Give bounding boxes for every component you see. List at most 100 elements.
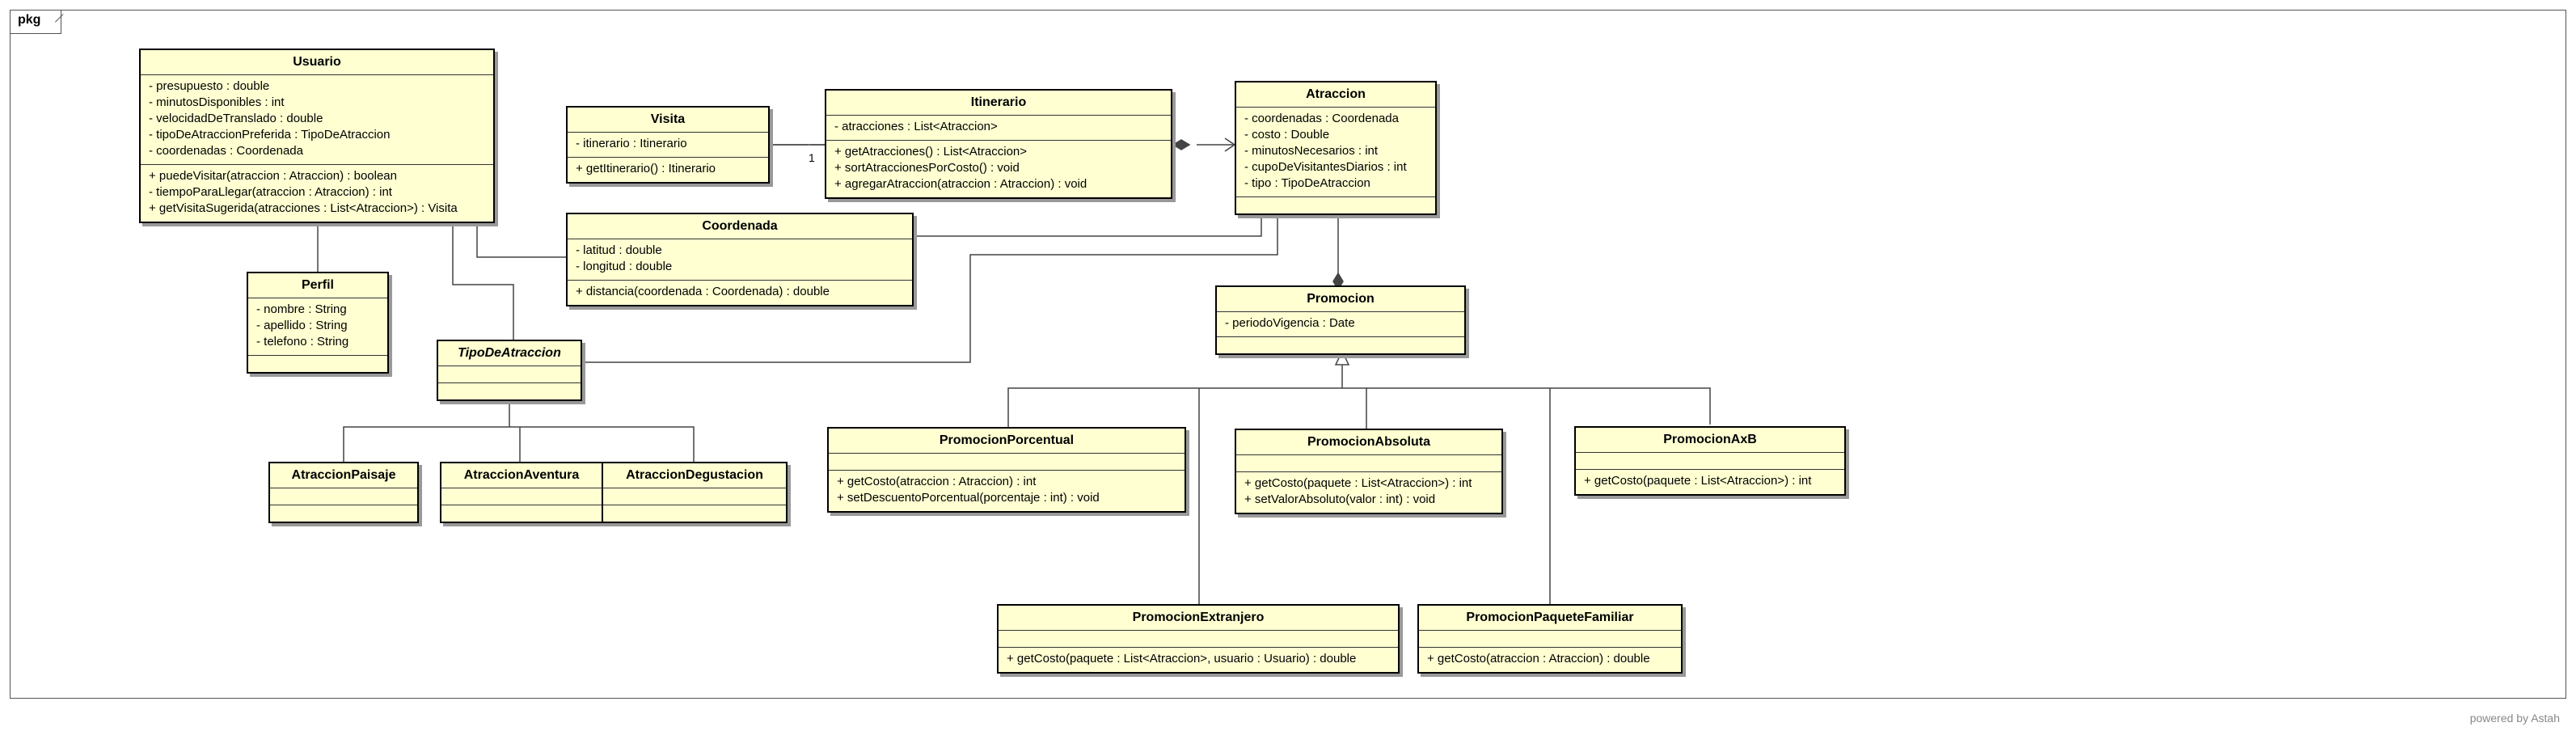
operations-section: + distancia(coordenada : Coordenada) : d… [568, 281, 912, 305]
generalization-tipo [343, 400, 695, 465]
attributes-section: - periodoVigencia : Date [1217, 312, 1464, 337]
package-frame [10, 10, 2566, 699]
class-name: AtraccionPaisaje [270, 463, 417, 488]
operations-section: + getAtracciones() : List<Atraccion> + s… [826, 141, 1171, 197]
attribute: - coordenadas : Coordenada [1244, 112, 1399, 125]
attributes-section [829, 454, 1185, 471]
operation: + getCosto(paquete : List<Atraccion>, us… [1007, 652, 1357, 666]
operations-section [603, 505, 786, 522]
class-name: AtraccionAventura [441, 463, 602, 488]
class-atraccion-paisaje[interactable]: AtraccionPaisaje [268, 462, 419, 523]
class-promocion[interactable]: Promocion - periodoVigencia : Date [1215, 285, 1466, 355]
operation: + getVisitaSugerida(atracciones : List<A… [149, 201, 458, 215]
class-itinerario[interactable]: Itinerario - atracciones : List<Atraccio… [825, 89, 1172, 199]
operations-section: + getCosto(paquete : List<Atraccion>) : … [1236, 472, 1501, 513]
attribute: - velocidadDeTranslado : double [149, 112, 323, 125]
operations-section: + getCosto(paquete : List<Atraccion>, us… [999, 648, 1398, 672]
operations-section [438, 383, 581, 399]
attribute: - apellido : String [256, 319, 348, 332]
class-name: Visita [568, 108, 768, 133]
class-name: TipoDeAtraccion [438, 341, 581, 366]
operation: + puedeVisitar(atraccion : Atraccion) : … [149, 169, 397, 183]
package-label: pkg [18, 13, 41, 27]
operations-section: + puedeVisitar(atraccion : Atraccion) : … [141, 165, 493, 222]
class-visita[interactable]: Visita - itinerario : Itinerario + getIt… [566, 106, 770, 184]
operations-section: + getCosto(paquete : List<Atraccion>) : … [1576, 470, 1844, 494]
operations-section [248, 356, 387, 372]
operation: + setValorAbsoluto(valor : int) : void [1244, 492, 1436, 506]
attribute: - periodoVigencia : Date [1225, 316, 1355, 330]
attribute: - minutosDisponibles : int [149, 95, 285, 109]
operation: + setDescuentoPorcentual(porcentaje : in… [837, 491, 1100, 505]
class-perfil[interactable]: Perfil - nombre : String - apellido : St… [247, 272, 389, 374]
attributes-section [603, 488, 786, 505]
diamond-itinerario [1172, 139, 1191, 150]
attributes-section [438, 366, 581, 383]
class-atraccion[interactable]: Atraccion - coordenadas : Coordenada - c… [1235, 81, 1437, 215]
attribute: - nombre : String [256, 302, 347, 316]
operation: - tiempoParaLlegar(atraccion : Atraccion… [149, 185, 392, 199]
attributes-section [1419, 631, 1681, 648]
class-tipo-de-atraccion[interactable]: TipoDeAtraccion [437, 340, 582, 401]
attribute: - longitud : double [576, 260, 673, 273]
footer-credit: powered by Astah [2469, 712, 2560, 725]
attribute: - presupuesto : double [149, 79, 270, 93]
operation: + getCosto(paquete : List<Atraccion>) : … [1584, 474, 1812, 488]
attribute: - tipo : TipoDeAtraccion [1244, 176, 1370, 190]
attributes-section: - nombre : String - apellido : String - … [248, 298, 387, 356]
operation: + sortAtraccionesPorCosto() : void [834, 161, 1020, 175]
class-promocion-paquete-familiar[interactable]: PromocionPaqueteFamiliar + getCosto(atra… [1417, 604, 1683, 674]
generalization-promocion [1007, 365, 1711, 604]
class-name: Itinerario [826, 91, 1171, 116]
class-promocion-absoluta[interactable]: PromocionAbsoluta + getCosto(paquete : L… [1235, 429, 1503, 514]
multiplicity-visita-itinerario: 1 [809, 151, 815, 164]
class-coordenada[interactable]: Coordenada - latitud : double - longitud… [566, 213, 914, 306]
operation: + agregarAtraccion(atraccion : Atraccion… [834, 177, 1087, 191]
operations-section [1236, 197, 1435, 213]
operations-section [270, 505, 417, 522]
assoc-coordenada-atraccion [914, 206, 1262, 237]
class-name: Promocion [1217, 287, 1464, 312]
operation: + distancia(coordenada : Coordenada) : d… [576, 285, 830, 298]
assoc-usuario-coordenada [476, 224, 566, 258]
attribute: - minutosNecesarios : int [1244, 144, 1379, 158]
class-usuario[interactable]: Usuario - presupuesto : double - minutos… [139, 49, 495, 223]
operations-section [441, 505, 602, 522]
attributes-section [441, 488, 602, 505]
operation: + getCosto(paquete : List<Atraccion>) : … [1244, 476, 1472, 490]
class-name: PromocionPaqueteFamiliar [1419, 606, 1681, 631]
operation: + getCosto(atraccion : Atraccion) : int [837, 475, 1037, 488]
operations-section: + getCosto(atraccion : Atraccion) : int … [829, 471, 1185, 511]
class-promocion-axb[interactable]: PromocionAxB + getCosto(paquete : List<A… [1574, 426, 1846, 496]
class-name: PromocionAbsoluta [1236, 430, 1501, 455]
class-atraccion-degustacion[interactable]: AtraccionDegustacion [602, 462, 788, 523]
class-name: PromocionAxB [1576, 428, 1844, 453]
attributes-section: - latitud : double - longitud : double [568, 239, 912, 281]
operation: + getItinerario() : Itinerario [576, 162, 716, 175]
attributes-section [270, 488, 417, 505]
attributes-section: - itinerario : Itinerario [568, 133, 768, 158]
operations-section: + getCosto(atraccion : Atraccion) : doub… [1419, 648, 1681, 672]
attribute: - atracciones : List<Atraccion> [834, 120, 998, 133]
class-promocion-porcentual[interactable]: PromocionPorcentual + getCosto(atraccion… [827, 427, 1186, 513]
class-promocion-extranjero[interactable]: PromocionExtranjero + getCosto(paquete :… [997, 604, 1400, 674]
attributes-section: - presupuesto : double - minutosDisponib… [141, 75, 493, 165]
attribute: - coordenadas : Coordenada [149, 144, 303, 158]
class-name: AtraccionDegustacion [603, 463, 786, 488]
attribute: - tipoDeAtraccionPreferida : TipoDeAtrac… [149, 128, 391, 142]
attribute: - cupoDeVisitantesDiarios : int [1244, 160, 1407, 174]
class-name: Atraccion [1236, 82, 1435, 108]
operations-section: + getItinerario() : Itinerario [568, 158, 768, 182]
operation: + getAtracciones() : List<Atraccion> [834, 145, 1028, 158]
attributes-section: - atracciones : List<Atraccion> [826, 116, 1171, 141]
class-name: Usuario [141, 50, 493, 75]
operation: + getCosto(atraccion : Atraccion) : doub… [1427, 652, 1650, 666]
attribute: - itinerario : Itinerario [576, 137, 687, 150]
class-name: PromocionExtranjero [999, 606, 1398, 631]
attribute: - latitud : double [576, 243, 662, 257]
attributes-section [999, 631, 1398, 648]
class-name: Coordenada [568, 214, 912, 239]
attribute: - costo : Double [1244, 128, 1330, 142]
class-atraccion-aventura[interactable]: AtraccionAventura [440, 462, 603, 523]
